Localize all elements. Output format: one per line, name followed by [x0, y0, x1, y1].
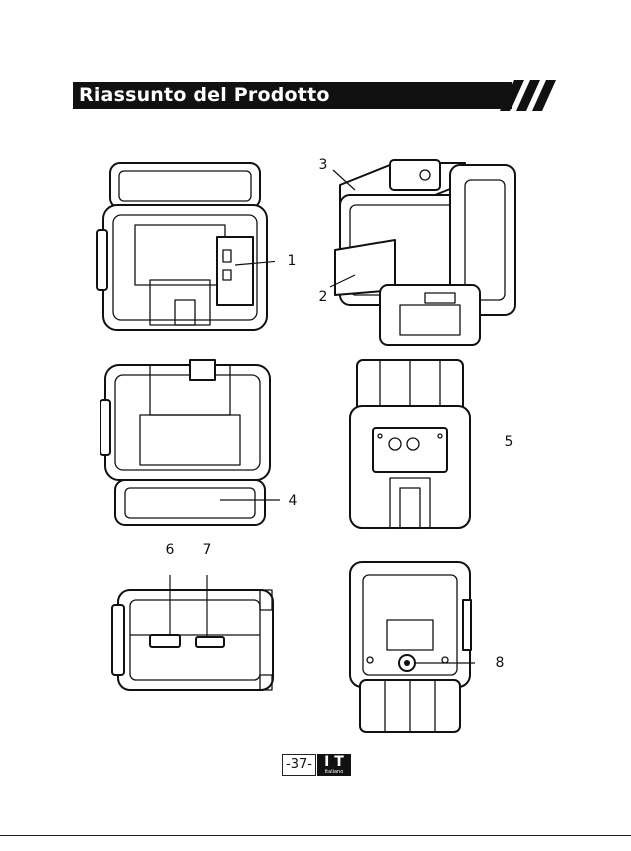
callout-7: 7 [200, 542, 214, 558]
bottom-rule [0, 835, 631, 836]
device-side-view-2-drawing [100, 355, 280, 535]
device-side-view-drawing [95, 155, 275, 335]
language-name: Italiano [317, 769, 351, 775]
callout-8: 8 [493, 655, 507, 671]
device-top-view-drawing [345, 560, 475, 735]
device-back-view-drawing [345, 358, 475, 533]
callout-2: 2 [316, 289, 330, 305]
header-slash-decoration [500, 80, 560, 111]
callout-1: 1 [285, 253, 299, 269]
callout-3: 3 [316, 157, 330, 173]
device-bottom-view-drawing [110, 575, 280, 700]
section-header-bar: Riassunto del Prodotto [73, 82, 512, 109]
device-perspective-view-drawing [325, 155, 525, 355]
language-badge: I T Italiano [317, 754, 351, 776]
section-title: Riassunto del Prodotto [79, 82, 330, 109]
callout-6: 6 [163, 542, 177, 558]
page-number: -37- [282, 754, 316, 776]
callout-4: 4 [286, 493, 300, 509]
language-code: I T [317, 754, 351, 770]
callout-5: 5 [502, 434, 516, 450]
